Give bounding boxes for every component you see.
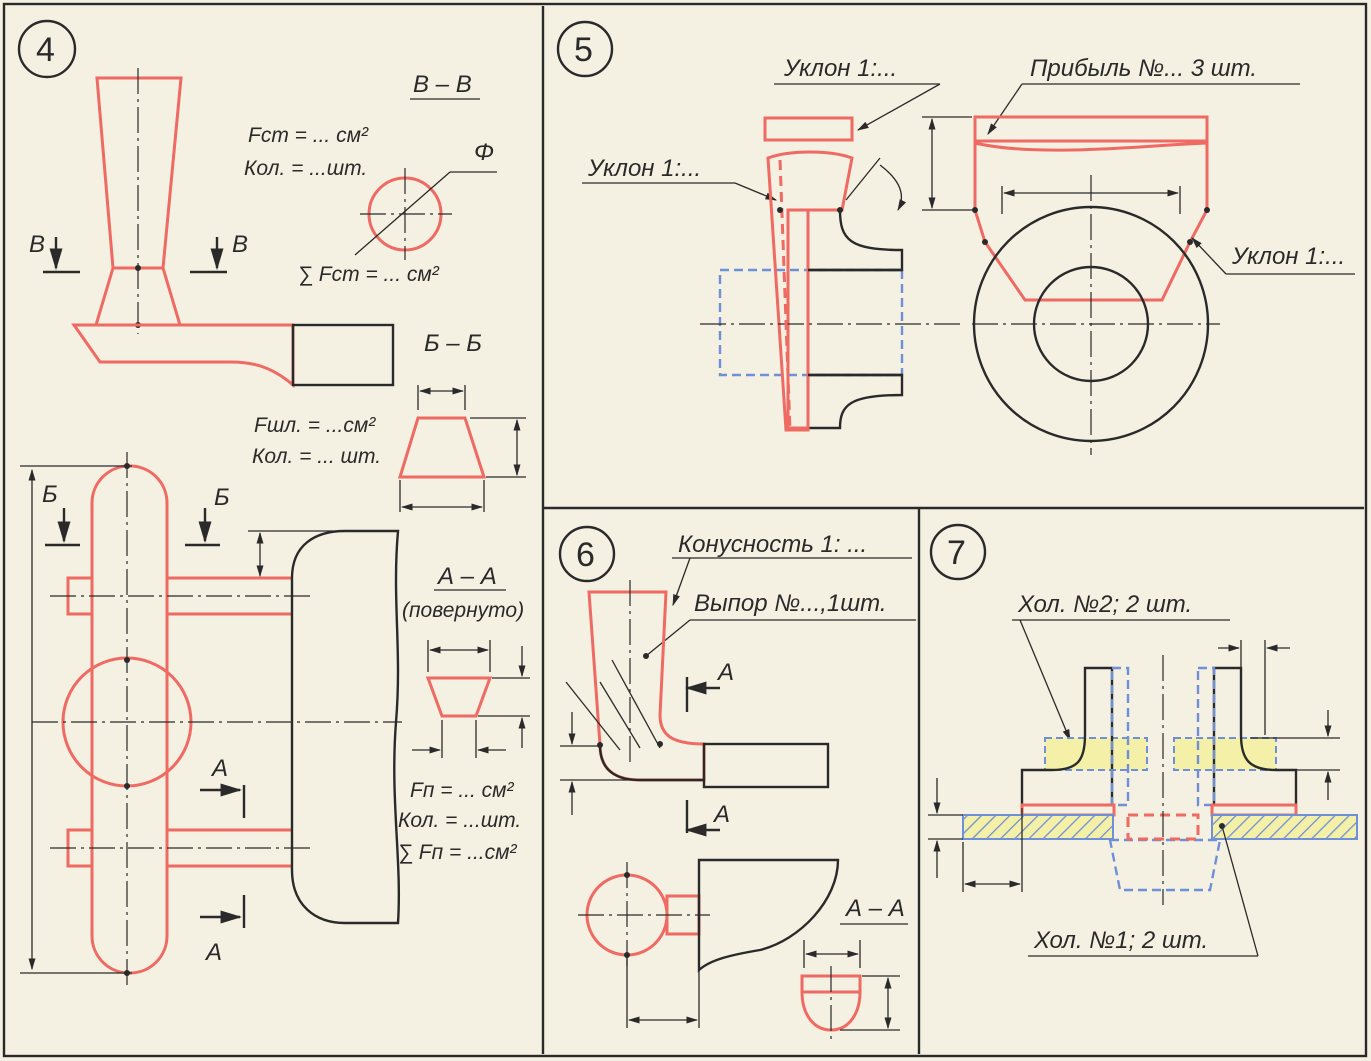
fst-line: Fст = ... см² — [248, 124, 369, 147]
boss-label: Выпор №...,1шт. — [694, 590, 887, 617]
chill-assembly — [928, 640, 1358, 905]
sprue-elevation — [93, 68, 183, 334]
section-vv-title: В – В — [413, 71, 472, 98]
panel-6: 6 Конусность 1: ... Выпор №...,1шт. А — [558, 525, 916, 1040]
boss-section: А А — [560, 580, 830, 837]
section-aa: А – А (повернуто) Fп = ... см² Кол. = ..… — [398, 563, 530, 864]
panel-4-number: 4 — [36, 31, 55, 69]
taper-label: Конусность 1: ... — [678, 531, 867, 558]
pattern-section — [700, 150, 960, 432]
sum-fp: ∑ Fп = ...см² — [398, 841, 518, 864]
label-v-right: В — [232, 231, 248, 258]
fshl-line: Fшл. = ...см² — [254, 414, 376, 437]
panel-5-number: 5 — [574, 31, 593, 69]
riser-label: Прибыль №... 3 шт. — [1030, 55, 1257, 82]
kol-line-2: Кол. = ... шт. — [252, 445, 381, 468]
slope-right-label: Уклон 1:... — [1231, 243, 1345, 270]
section-mark-v: В В — [29, 231, 248, 274]
label-a-top: А — [210, 755, 228, 782]
label-b-left: Б — [42, 481, 58, 508]
kol-line-3: Кол. = ...шт. — [398, 809, 521, 832]
label-v-left: В — [29, 231, 45, 258]
slope-top-label: Уклон 1:... — [783, 55, 897, 82]
label-a-top: А — [716, 659, 734, 686]
label-a-bottom: А — [712, 801, 730, 828]
section-bb-title: Б – Б — [424, 330, 482, 357]
plan-view: Б Б А А — [20, 452, 402, 988]
section-vv: В – В Fст = ... см² Кол. = ...шт. Φ ∑ Fс… — [244, 71, 497, 286]
wheel-with-riser — [922, 115, 1220, 455]
section-aa-6: А – А — [800, 895, 908, 1040]
chill1-label: Хол. №1; 2 шт. — [1033, 927, 1208, 954]
panel-7: 7 Хол. №2; 2 шт. — [928, 523, 1358, 957]
section-aa-title-6: А – А — [844, 895, 905, 922]
panel-5: 5 Уклон 1:... Уклон 1:... Прибыль №... 3… — [556, 20, 1355, 455]
slope-left-label: Уклон 1:... — [587, 155, 701, 182]
label-a-bottom: А — [204, 939, 222, 966]
sum-fst: ∑ Fст = ... см² — [298, 263, 440, 286]
panel-6-number: 6 — [576, 536, 595, 574]
rotated-note: (повернуто) — [402, 599, 524, 622]
chill2-label: Хол. №2; 2 шт. — [1017, 591, 1192, 618]
runner-elevation — [71, 323, 395, 389]
kol-line-1: Кол. = ...шт. — [244, 157, 367, 180]
fp-line: Fп = ... см² — [410, 779, 515, 802]
boss-plan — [578, 858, 840, 1028]
panel-4: 4 В В В – В Fст = ... см² — [17, 19, 530, 988]
section-bb: Б – Б Fшл. = ...см² Кол. = ... шт. — [252, 330, 526, 512]
section-aa-title: А – А — [436, 563, 497, 590]
label-b-right: Б — [214, 484, 230, 511]
phi-symbol: Φ — [474, 139, 494, 166]
panel-7-number: 7 — [947, 534, 966, 572]
